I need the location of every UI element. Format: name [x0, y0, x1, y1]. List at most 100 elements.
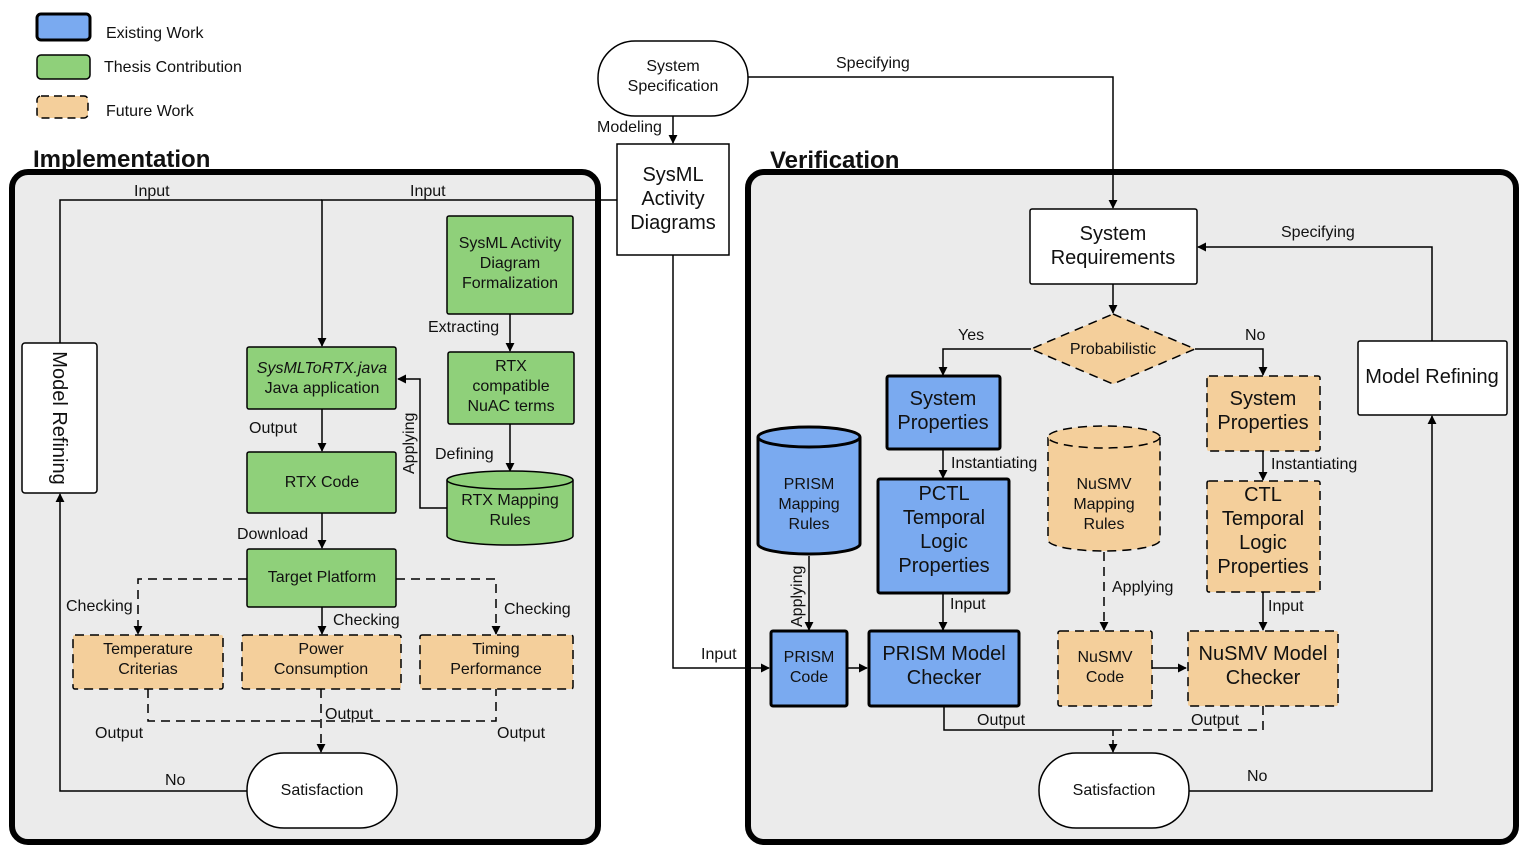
implementation-heading: Implementation — [33, 146, 210, 173]
defining-label: Defining — [435, 446, 494, 463]
ver-no-label: No — [1247, 768, 1268, 785]
prism-mapping-rules-node — [756, 425, 862, 556]
specifying-label: Specifying — [836, 55, 910, 72]
ctl-line-3: Logic — [1239, 532, 1287, 554]
ver-input-left-label: Input — [701, 646, 737, 663]
legend-existing-label: Existing Work — [106, 25, 205, 42]
rtx-terms-line-2: compatible — [472, 378, 549, 395]
sys-props-right-line-1: System — [1230, 388, 1297, 410]
rtx-mapping-line-1: RTX Mapping — [461, 492, 559, 509]
java-output-label: Output — [249, 420, 298, 437]
prism-rules-line-3: Rules — [789, 516, 830, 533]
sysml-diagrams-line-2: Activity — [641, 188, 704, 210]
download-label: Download — [237, 526, 308, 543]
prism-rules-line-2: Mapping — [778, 496, 839, 513]
formalization-line-2: Diagram — [480, 255, 540, 272]
checking-mid-label: Checking — [333, 612, 400, 629]
specifying-arrow — [748, 76, 1118, 209]
pctl-line-2: Temporal — [903, 507, 985, 529]
prism-output-line — [943, 706, 1113, 731]
sys-props-left-line-1: System — [910, 388, 977, 410]
nusmv-model-checker-node — [1187, 630, 1339, 707]
instantiating-left-label: Instantiating — [951, 455, 1037, 472]
checking-arrow-temperature — [133, 578, 247, 635]
yes-label: Yes — [958, 327, 984, 344]
nusmv-rules-line-3: Rules — [1084, 516, 1125, 533]
temperature-line-1: Temperature — [103, 641, 193, 658]
ver-output-right-label: Output — [1191, 712, 1240, 729]
rtx-mapping-line-2: Rules — [490, 512, 531, 529]
pctl-line-4: Properties — [898, 555, 989, 577]
nusmv-rules-line-2: Mapping — [1073, 496, 1134, 513]
extracting-label: Extracting — [428, 319, 499, 336]
rtx-terms-line-1: RTX — [495, 358, 527, 375]
impl-input-right-label: Input — [410, 183, 446, 200]
nusmv-code-line-2: Code — [1086, 669, 1124, 686]
legend-existing-swatch — [35, 12, 92, 42]
modeling-label: Modeling — [597, 119, 662, 136]
legend-future-label: Future Work — [106, 103, 195, 120]
nusmv-code-line-1: NuSMV — [1077, 649, 1132, 666]
impl-applying-label: Applying — [401, 413, 418, 474]
prism-code-line-2: Code — [790, 669, 828, 686]
system-requirements-line-1: System — [1080, 223, 1147, 245]
java-application-node — [246, 346, 397, 410]
ver-applying-right-label: Applying — [1112, 579, 1173, 596]
java-app-line-2: Java application — [265, 380, 380, 397]
no-branch-label: No — [1245, 327, 1266, 344]
pctl-line-3: Logic — [920, 531, 968, 553]
sys-props-left-line-2: Properties — [897, 412, 988, 434]
nusmv-rules-line-1: NuSMV — [1076, 476, 1131, 493]
rtx-mapping-rules-node — [446, 470, 574, 546]
nusmv-checker-line-2: Checker — [1226, 667, 1301, 689]
legend-thesis-swatch — [36, 54, 91, 80]
timing-line-2: Performance — [450, 661, 542, 678]
probabilistic-label: Probabilistic — [1070, 341, 1156, 358]
impl-satisfaction-label: Satisfaction — [281, 782, 364, 799]
timing-line-1: Timing — [472, 641, 519, 658]
impl-model-refining-node — [21, 342, 98, 494]
no-branch-arrow — [1195, 348, 1268, 376]
impl-no-arrow — [55, 493, 247, 792]
prism-code-line-1: PRISM — [784, 649, 835, 666]
impl-input-left-label: Input — [134, 183, 170, 200]
impl-model-refining-label: Model Refining — [48, 351, 70, 484]
impl-output-left-label: Output — [95, 725, 144, 742]
ver-input-pctl-label: Input — [950, 596, 986, 613]
impl-output-mid-label: Output — [325, 706, 374, 723]
nusmv-output-line — [1113, 706, 1264, 731]
ver-applying-left-label: Applying — [789, 566, 806, 627]
pctl-line-1: PCTL — [918, 483, 969, 505]
timing-performance-node — [419, 634, 574, 690]
formalization-line-3: Formalization — [462, 275, 558, 292]
checking-left-label: Checking — [66, 598, 133, 615]
checking-arrow-timing — [396, 578, 501, 635]
ver-input-ctl-label: Input — [1268, 598, 1304, 615]
impl-output-merge — [147, 689, 497, 722]
instantiating-right-label: Instantiating — [1271, 456, 1357, 473]
ctl-line-4: Properties — [1217, 556, 1308, 578]
sysml-activity-diagrams-node — [616, 143, 730, 256]
impl-output-right-label: Output — [497, 725, 546, 742]
system-requirements-line-2: Requirements — [1051, 247, 1176, 269]
ver-input-arrow — [672, 255, 770, 673]
legend: Existing Work Thesis Contribution Future… — [35, 12, 242, 120]
ver-specifying-arrow — [1197, 242, 1433, 341]
prism-checker-line-1: PRISM Model — [882, 643, 1005, 665]
legend-future-swatch — [36, 95, 89, 119]
sysml-diagrams-line-1: SysML — [642, 164, 703, 186]
impl-applying-arrow — [397, 374, 447, 509]
legend-thesis-label: Thesis Contribution — [104, 59, 242, 76]
probabilistic-decision — [1029, 313, 1197, 385]
prism-rules-line-1: PRISM — [784, 476, 835, 493]
nusmv-mapping-rules-node — [1047, 425, 1161, 552]
checking-right-label: Checking — [504, 601, 571, 618]
ctl-line-1: CTL — [1244, 484, 1282, 506]
nusmv-checker-line-1: NuSMV Model — [1199, 643, 1328, 665]
sys-props-right-line-2: Properties — [1217, 412, 1308, 434]
rtx-terms-line-3: NuAC terms — [467, 398, 554, 415]
rtx-code-label: RTX Code — [285, 474, 360, 491]
target-platform-label: Target Platform — [268, 569, 376, 586]
sysml-diagrams-line-3: Diagrams — [630, 212, 716, 234]
